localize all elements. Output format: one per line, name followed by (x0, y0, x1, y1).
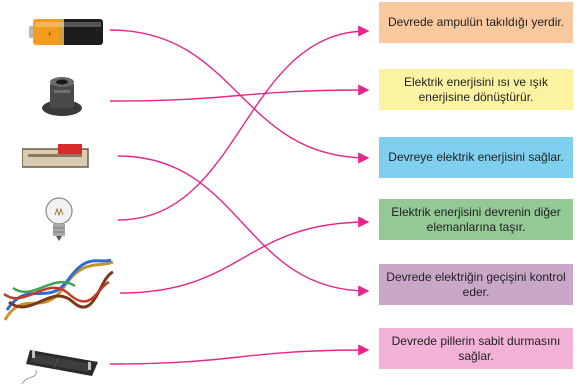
description-text-5: Devrede elektriğin geçişini kontrol eder… (386, 269, 566, 299)
battery-holder-icon (18, 344, 102, 386)
connection-arrow-3 (117, 155, 370, 297)
connection-arrow-1 (109, 29, 370, 164)
description-box-6: Devrede pillerin sabit durmasını sağlar. (379, 328, 573, 369)
switch-icon (21, 143, 90, 169)
description-text-4: Elektrik enerjisini devrenin diğer elema… (391, 204, 561, 234)
description-text-1: Devrede ampulün takıldığı yerdir. (387, 15, 565, 29)
description-box-3: Devreye elektrik enerjisini sağlar. (379, 137, 573, 178)
description-text-3: Devreye elektrik enerjisini sağlar. (388, 150, 564, 164)
wires-icon (3, 258, 115, 324)
lamp-holder-icon (38, 70, 86, 118)
bulb-icon (44, 197, 74, 243)
connection-arrow-2 (109, 84, 370, 102)
svg-text:+: + (47, 29, 52, 39)
connection-arrow-5 (119, 216, 370, 294)
description-text-2: Elektrik enerjisini ısı ve ışık enerjisi… (403, 74, 549, 104)
description-box-2: Elektrik enerjisini ısı ve ışık enerjisi… (379, 69, 573, 110)
description-text-6: Devrede pillerin sabit durmasını sağlar. (391, 333, 561, 363)
description-box-5: Devrede elektriğin geçişini kontrol eder… (379, 264, 573, 305)
battery-icon: + (29, 14, 107, 50)
connection-arrow-6 (109, 344, 370, 365)
connection-arrow-4 (117, 25, 370, 221)
description-box-4: Elektrik enerjisini devrenin diğer elema… (379, 199, 573, 240)
description-box-1: Devrede ampulün takıldığı yerdir. (379, 2, 573, 43)
